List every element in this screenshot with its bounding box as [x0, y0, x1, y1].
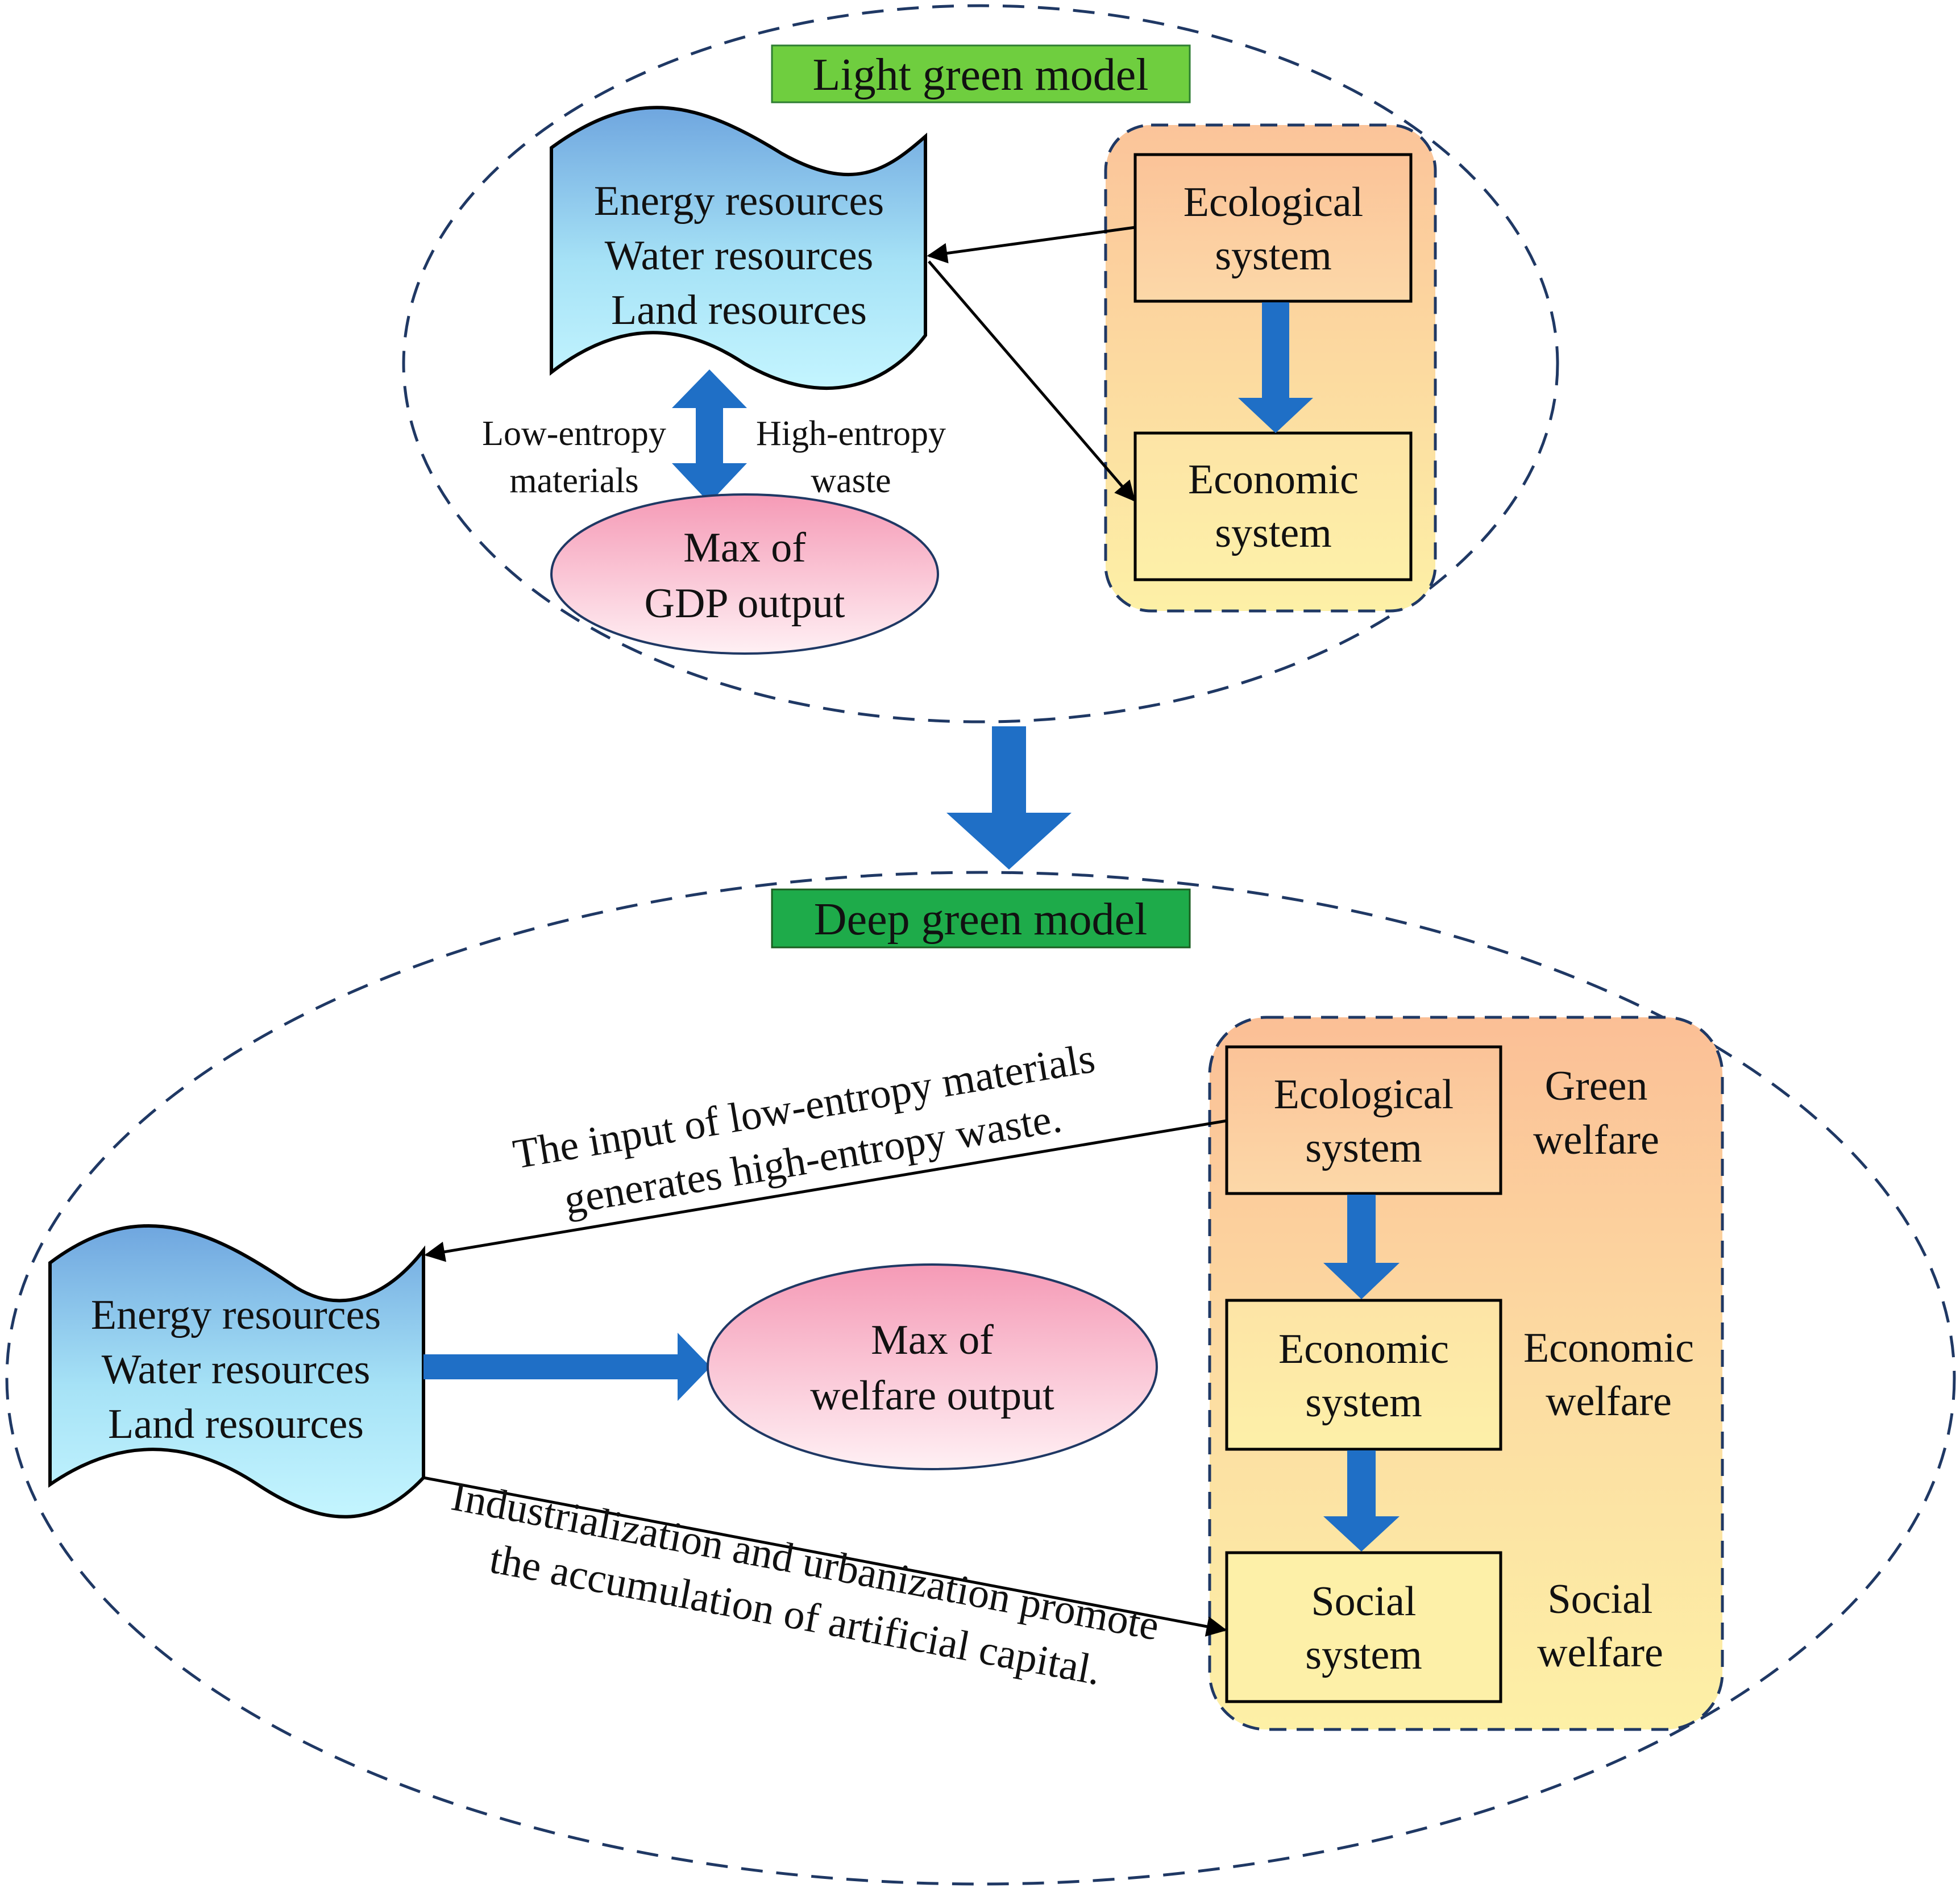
- light-gdp-label-2: GDP output: [645, 580, 845, 627]
- light-ecological-label: Ecological: [1184, 179, 1363, 226]
- deep-green-model: Deep green model Ecological system Econo…: [5, 871, 1956, 1886]
- light-model-title: Light green model: [813, 50, 1149, 100]
- svg-text:welfare: welfare: [1533, 1117, 1659, 1163]
- light-green-model: Light green model Energy resources Water…: [402, 4, 1559, 723]
- deep-social-label-2: system: [1305, 1632, 1422, 1678]
- deep-social-label: Social: [1311, 1578, 1417, 1625]
- light-economic-box: [1133, 431, 1413, 581]
- light-economic-label: Economic: [1188, 456, 1359, 503]
- svg-text:Energy resources: Energy resources: [91, 1292, 381, 1338]
- deep-ecological-box: [1225, 1045, 1502, 1195]
- light-ecological-label-2: system: [1215, 232, 1332, 279]
- deep-welfare-label-2: welfare output: [810, 1373, 1054, 1419]
- svg-text:Green: Green: [1545, 1063, 1648, 1109]
- green-welfare-label: Green welfare: [1533, 1063, 1659, 1163]
- deep-economic-label-2: system: [1305, 1379, 1422, 1426]
- svg-text:materials: materials: [509, 461, 638, 500]
- deep-ecological-to-resources-arrow: [424, 1119, 1227, 1262]
- social-welfare-label: Social welfare: [1537, 1576, 1663, 1676]
- light-resources-shape: [550, 106, 927, 390]
- deep-econ-to-social-arrow: [1323, 1450, 1400, 1552]
- transition-arrow: [946, 726, 1072, 870]
- light-resources-text: Energy resources Water resources Land re…: [594, 178, 884, 334]
- deep-welfare-label: Max of: [871, 1317, 994, 1363]
- light-ecological-box: [1133, 153, 1413, 303]
- light-gdp-label: Max of: [683, 525, 806, 571]
- light-high-entropy-label: High-entropy waste: [756, 414, 946, 500]
- deep-model-outline: [5, 871, 1956, 1886]
- deep-eco-to-econ-arrow: [1323, 1195, 1400, 1299]
- svg-text:welfare: welfare: [1537, 1629, 1663, 1676]
- deep-economic-label: Economic: [1278, 1326, 1449, 1373]
- deep-ecological-label-2: system: [1305, 1125, 1422, 1171]
- svg-text:Water resources: Water resources: [102, 1346, 371, 1393]
- light-resources-to-economic-arrow: [928, 260, 1136, 502]
- light-economic-label-2: system: [1215, 510, 1332, 556]
- light-ecological-to-resources-arrow: [927, 226, 1136, 264]
- light-model-outline: [402, 4, 1559, 723]
- svg-text:Land resources: Land resources: [108, 1401, 364, 1448]
- svg-text:waste: waste: [811, 461, 891, 500]
- svg-text:High-entropy: High-entropy: [756, 414, 946, 453]
- deep-resources-to-welfare-arrow: [423, 1333, 711, 1401]
- deep-ecological-label: Ecological: [1274, 1071, 1454, 1118]
- light-gdp-ellipse: [550, 493, 939, 655]
- svg-text:welfare: welfare: [1546, 1378, 1672, 1425]
- light-low-entropy-label: Low-entropy materials: [482, 414, 666, 500]
- economic-welfare-label: Economic welfare: [1523, 1325, 1694, 1425]
- svg-text:Water resources: Water resources: [605, 232, 874, 279]
- svg-text:Economic: Economic: [1523, 1325, 1694, 1371]
- svg-text:Land resources: Land resources: [611, 287, 867, 334]
- deep-welfare-ellipse: [707, 1263, 1158, 1470]
- deep-resources-to-social-arrow: [423, 1476, 1227, 1637]
- light-model-title-box: [771, 44, 1191, 103]
- lower-arrow-note: Industrialization and urbanization promo…: [448, 1473, 1163, 1695]
- deep-social-box: [1225, 1551, 1502, 1703]
- deep-resources-text: Energy resources Water resources Land re…: [91, 1292, 381, 1448]
- deep-model-title: Deep green model: [814, 895, 1147, 945]
- deep-economic-box: [1225, 1299, 1502, 1451]
- svg-text:Low-entropy: Low-entropy: [482, 414, 666, 453]
- upper-arrow-note: The input of low-entropy materials gener…: [510, 1035, 1098, 1224]
- svg-text:Social: Social: [1548, 1576, 1653, 1623]
- light-eco-to-econ-arrow: [1238, 302, 1313, 433]
- light-double-arrow: [672, 369, 747, 503]
- deep-model-title-box: [771, 888, 1191, 949]
- svg-text:Energy resources: Energy resources: [594, 178, 884, 224]
